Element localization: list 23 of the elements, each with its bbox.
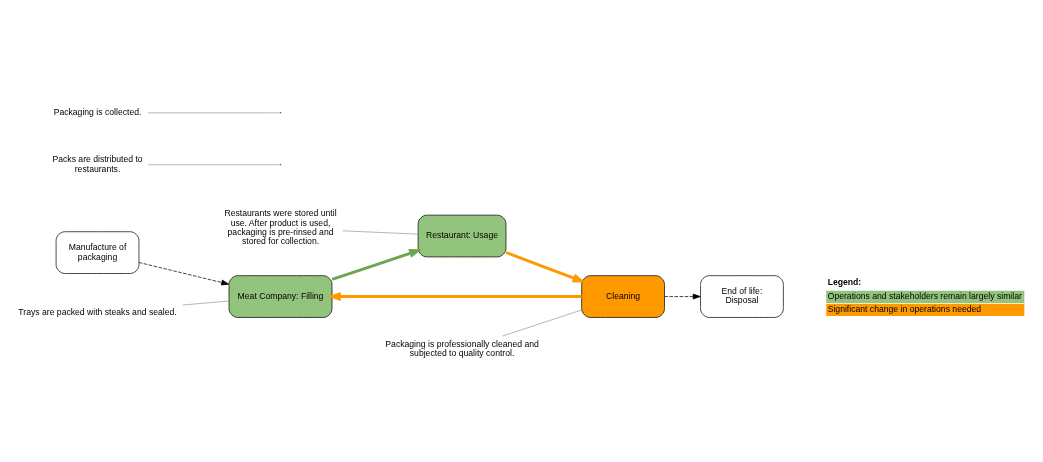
node-text: Trays are packed with steaks and sealed. xyxy=(18,306,177,317)
node-box: Restaurant: Usage xyxy=(417,214,507,258)
node-box: Meat Company: Filling xyxy=(228,275,333,318)
node-text: Restaurants were stored until use. After product is used, packaging is pre-rinsed and stored for collection. xyxy=(224,208,337,247)
connector xyxy=(182,300,230,306)
legend-label: Significant change in operations needed xyxy=(827,304,982,315)
node-box: End of life: Disposal xyxy=(700,275,784,318)
node-text: Packaging is collected. xyxy=(53,107,142,118)
arrow xyxy=(327,292,582,302)
arrow xyxy=(505,251,586,283)
node-box: Cleaning xyxy=(581,275,665,318)
node-text: Packaging is professionally cleaned and subjected to quality control. xyxy=(385,338,539,359)
legend-label: Operations and stakeholders remain largely similar xyxy=(827,291,1022,302)
label: Legend: xyxy=(827,277,862,288)
connector xyxy=(342,230,419,235)
connector xyxy=(147,112,281,114)
node-text: Packs are distributed to restaurants. xyxy=(52,154,143,174)
connector xyxy=(148,164,281,166)
connector xyxy=(501,309,582,337)
arrow xyxy=(138,262,230,286)
arrow xyxy=(664,293,701,300)
arrow xyxy=(331,249,423,281)
node-box: Manufacture of packaging xyxy=(55,231,140,274)
